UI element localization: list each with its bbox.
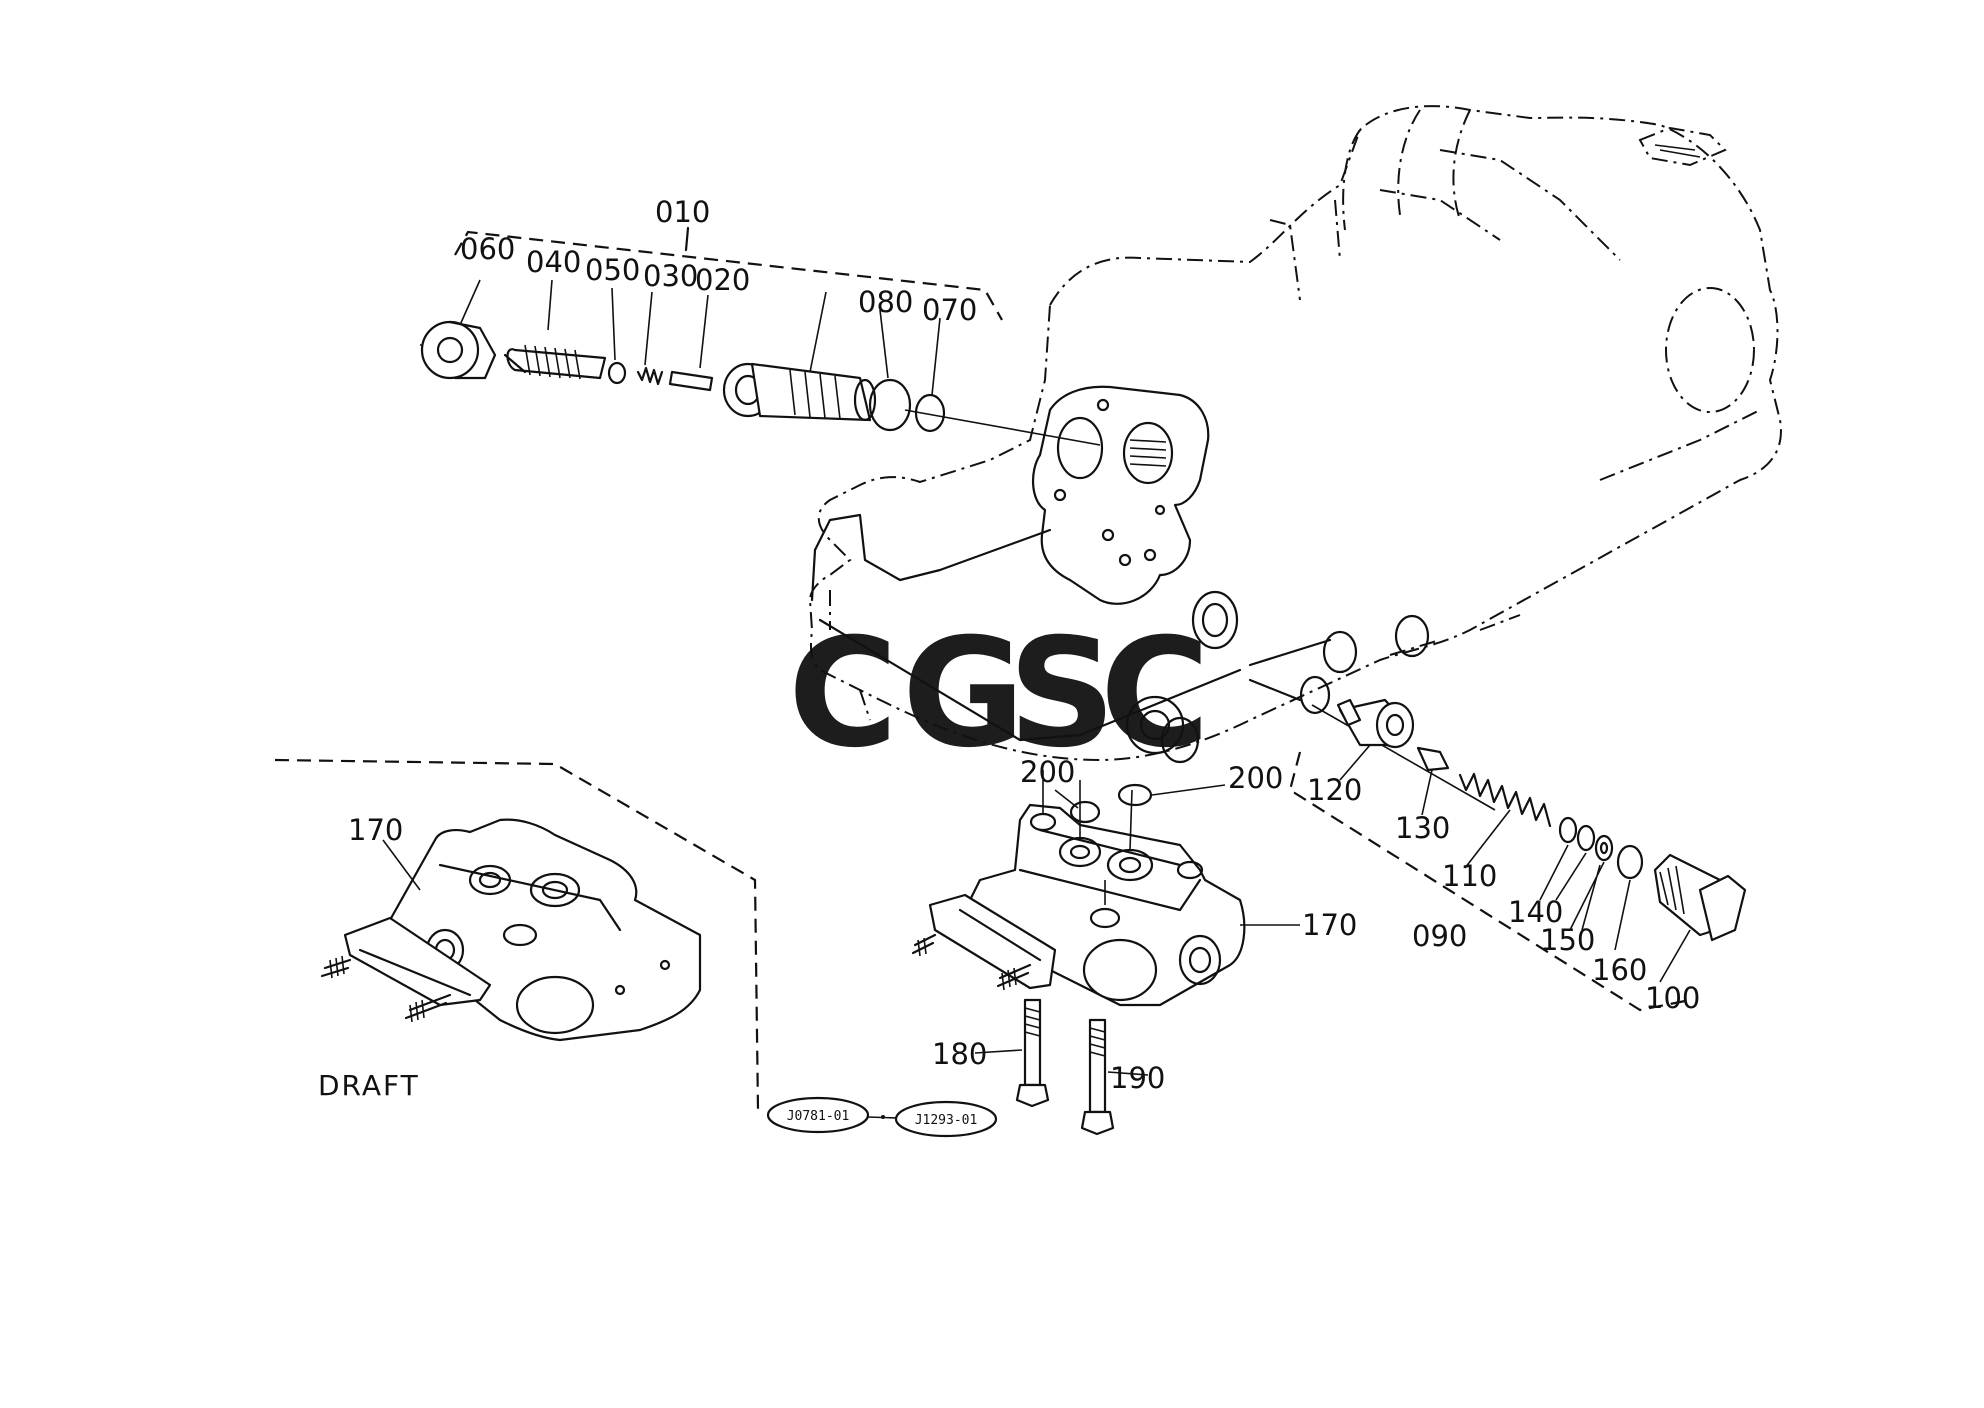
part-080-ring <box>868 378 912 432</box>
watermark-letter-4: C <box>1100 607 1210 781</box>
part-030-spring <box>636 366 664 386</box>
part-050-oring <box>607 361 627 385</box>
label-200-a: 200 <box>1020 755 1075 789</box>
label-170-right: 170 <box>1302 908 1357 942</box>
label-080: 080 <box>858 285 913 319</box>
label-170-left: 170 <box>348 813 403 847</box>
label-010: 010 <box>655 195 710 229</box>
label-100: 100 <box>1645 981 1700 1015</box>
watermark-logo: C G S C <box>788 607 1210 781</box>
ref-tag-1-text: J0781-01 <box>787 1109 850 1124</box>
valve-body-flange <box>1031 385 1210 605</box>
label-150: 150 <box>1540 923 1595 957</box>
part-200-gasket-b <box>1117 783 1153 807</box>
label-110: 110 <box>1442 859 1497 893</box>
label-070: 070 <box>922 293 977 327</box>
label-140: 140 <box>1508 895 1563 929</box>
label-190: 190 <box>1110 1061 1165 1095</box>
watermark-letter-3: S <box>1008 607 1116 781</box>
watermark-letter-2: G <box>902 607 1025 781</box>
ref-tag-2-text: J1293-01 <box>915 1113 978 1128</box>
part-200-gasket-a <box>1069 800 1101 824</box>
watermark-letter-1: C <box>788 607 898 781</box>
part-190-bolt <box>1080 1018 1115 1136</box>
valve-group-010 <box>419 226 1101 446</box>
part-020-pin <box>668 370 714 392</box>
part-120 <box>1336 698 1415 749</box>
label-020: 020 <box>695 263 750 297</box>
reference-tags: J0781-01 J1293-01 <box>766 1096 998 1138</box>
label-200-b: 200 <box>1228 761 1283 795</box>
part-150-washer <box>1594 834 1614 862</box>
label-160: 160 <box>1592 953 1647 987</box>
relief-valve-group-090 <box>1288 698 1747 1012</box>
label-090: 090 <box>1412 919 1467 953</box>
part-130 <box>1416 746 1450 772</box>
main-housing <box>808 105 1782 762</box>
valve-spool <box>722 362 877 422</box>
part-180-bolt <box>1015 998 1050 1108</box>
part-160-oring <box>1616 844 1644 880</box>
label-180: 180 <box>932 1037 987 1071</box>
label-040: 040 <box>526 245 581 279</box>
label-030: 030 <box>643 259 698 293</box>
center-valve-block <box>911 770 1246 1007</box>
label-120: 120 <box>1307 773 1362 807</box>
part-040 <box>503 344 607 380</box>
lower-housing-block <box>810 513 1430 764</box>
ref-tag-2 <box>894 1100 998 1138</box>
label-130: 130 <box>1395 811 1450 845</box>
part-060-nut <box>420 320 480 380</box>
part-110-spring <box>1458 772 1552 828</box>
part-070-oring <box>914 393 946 433</box>
label-050: 050 <box>585 253 640 287</box>
draft-valve-block <box>320 818 702 1042</box>
ref-tag-1 <box>766 1096 870 1134</box>
draft-group <box>274 758 760 1111</box>
label-draft: DRAFT <box>318 1069 420 1102</box>
part-140-washer <box>1558 816 1578 844</box>
label-060: 060 <box>460 232 515 266</box>
part-100-plug <box>1653 853 1747 942</box>
